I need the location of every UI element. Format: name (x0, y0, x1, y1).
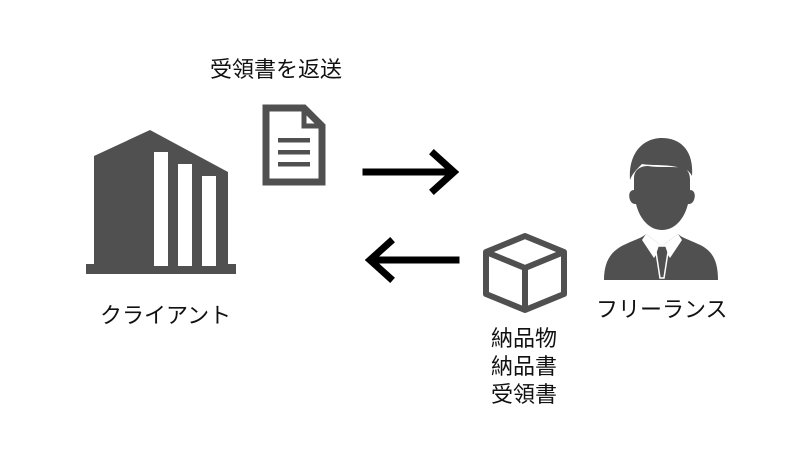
office-building-icon (86, 130, 236, 274)
client-label: クライアント (100, 304, 232, 329)
arrow-right-icon (362, 149, 460, 195)
package-item-delivery-note: 納品書 (490, 355, 557, 380)
freelancer-label: フリーランス (596, 298, 728, 323)
package-item-receipt: 受領書 (490, 383, 557, 408)
person-with-tie-icon (604, 138, 718, 280)
box-icon (483, 233, 567, 313)
package-items-list: 納品物 納品書 受領書 (474, 326, 574, 410)
arrow-left-icon (364, 237, 460, 283)
document-icon (262, 104, 326, 186)
package-item-deliverable: 納品物 (490, 327, 557, 352)
return-receipt-label: 受領書を返送 (210, 58, 343, 83)
